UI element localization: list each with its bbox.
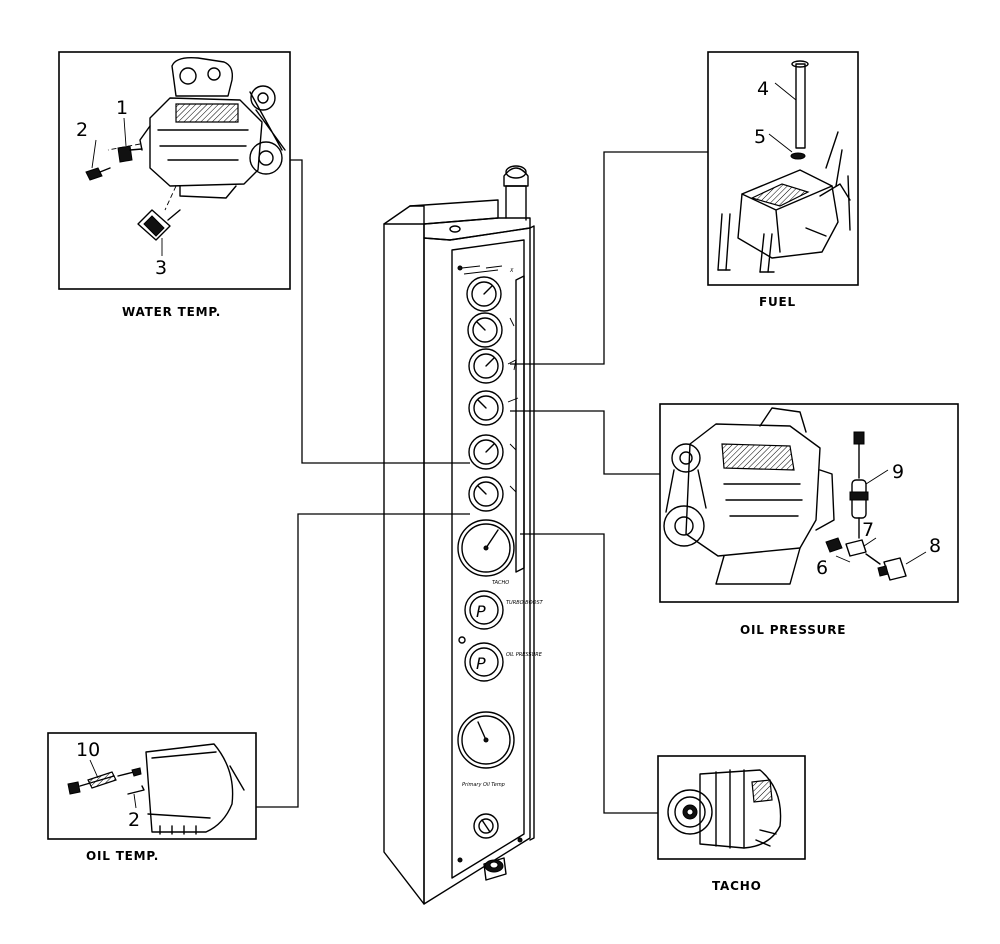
callout-8: 8	[929, 535, 941, 557]
callout-1: 1	[116, 97, 128, 119]
callout-4: 4	[757, 78, 769, 100]
water-temp-box: 1 2 3	[58, 51, 291, 290]
gauge-large-bottom	[457, 711, 515, 769]
caption-water-temp: WATER TEMP.	[122, 305, 221, 319]
tacho-box	[657, 755, 806, 860]
callout-5: 5	[754, 126, 766, 148]
callout-2-oil: 2	[128, 809, 140, 831]
panel-label-a: TURBO BOOST	[506, 600, 544, 606]
leader-oil-temp	[256, 513, 470, 808]
oil-pressure-sender-icon	[825, 431, 907, 581]
engine-icon	[107, 56, 286, 211]
leader-water-temp	[290, 159, 470, 464]
engine-icon-oil	[663, 407, 835, 585]
gauge-oil-pressure	[468, 390, 504, 426]
panel-bottom-label: Primary Oil Temp	[462, 782, 505, 788]
leader-fuel	[510, 151, 708, 365]
caption-fuel: FUEL	[759, 295, 796, 309]
callout-9: 9	[892, 461, 904, 483]
callout-7: 7	[862, 519, 874, 541]
fuel-box: 4 5	[707, 51, 859, 286]
panel-label-tacho: TACHO	[492, 580, 509, 586]
gauge-p-2: P	[464, 642, 504, 682]
gauge-oil-temp	[468, 476, 504, 512]
key-switch-icon	[473, 813, 499, 839]
panel-label-b: OIL PRESSURE	[506, 652, 543, 658]
water-temp-sender-2	[85, 167, 111, 181]
callout-10: 10	[76, 739, 100, 761]
callout-6: 6	[816, 557, 828, 579]
gauge-1	[466, 276, 502, 312]
gauge-2	[467, 312, 503, 348]
oil-temp-box: 10 2	[47, 732, 257, 840]
instrument-panel-icon: X	[383, 165, 544, 905]
water-temp-sender-3	[137, 209, 181, 241]
callout-2: 2	[76, 119, 88, 141]
leader-tacho	[520, 533, 658, 814]
alternator-icon	[667, 769, 782, 849]
panel-mark-x: X	[509, 268, 514, 274]
leader-oil-pressure	[510, 410, 660, 475]
gauge-p-2-label: P	[476, 654, 486, 673]
push-button-icon	[483, 857, 507, 881]
caption-oil-pressure: OIL PRESSURE	[740, 623, 846, 637]
fuel-sender-icon	[717, 60, 851, 273]
caption-tacho: TACHO	[712, 879, 762, 893]
gauge-p-1: P	[464, 590, 504, 630]
callout-3: 3	[155, 257, 167, 279]
oil-pressure-box: 9 6 7 8	[659, 403, 959, 603]
gauge-fuel	[468, 348, 504, 384]
water-temp-sensor-1	[117, 145, 143, 163]
gauge-water-temp	[468, 434, 504, 470]
caption-oil-temp: OIL TEMP.	[86, 849, 159, 863]
gauge-tacho	[457, 519, 515, 577]
gauge-row	[466, 276, 504, 512]
gauge-p-1-label: P	[476, 602, 486, 621]
oil-temp-sensor-icon	[67, 743, 245, 835]
